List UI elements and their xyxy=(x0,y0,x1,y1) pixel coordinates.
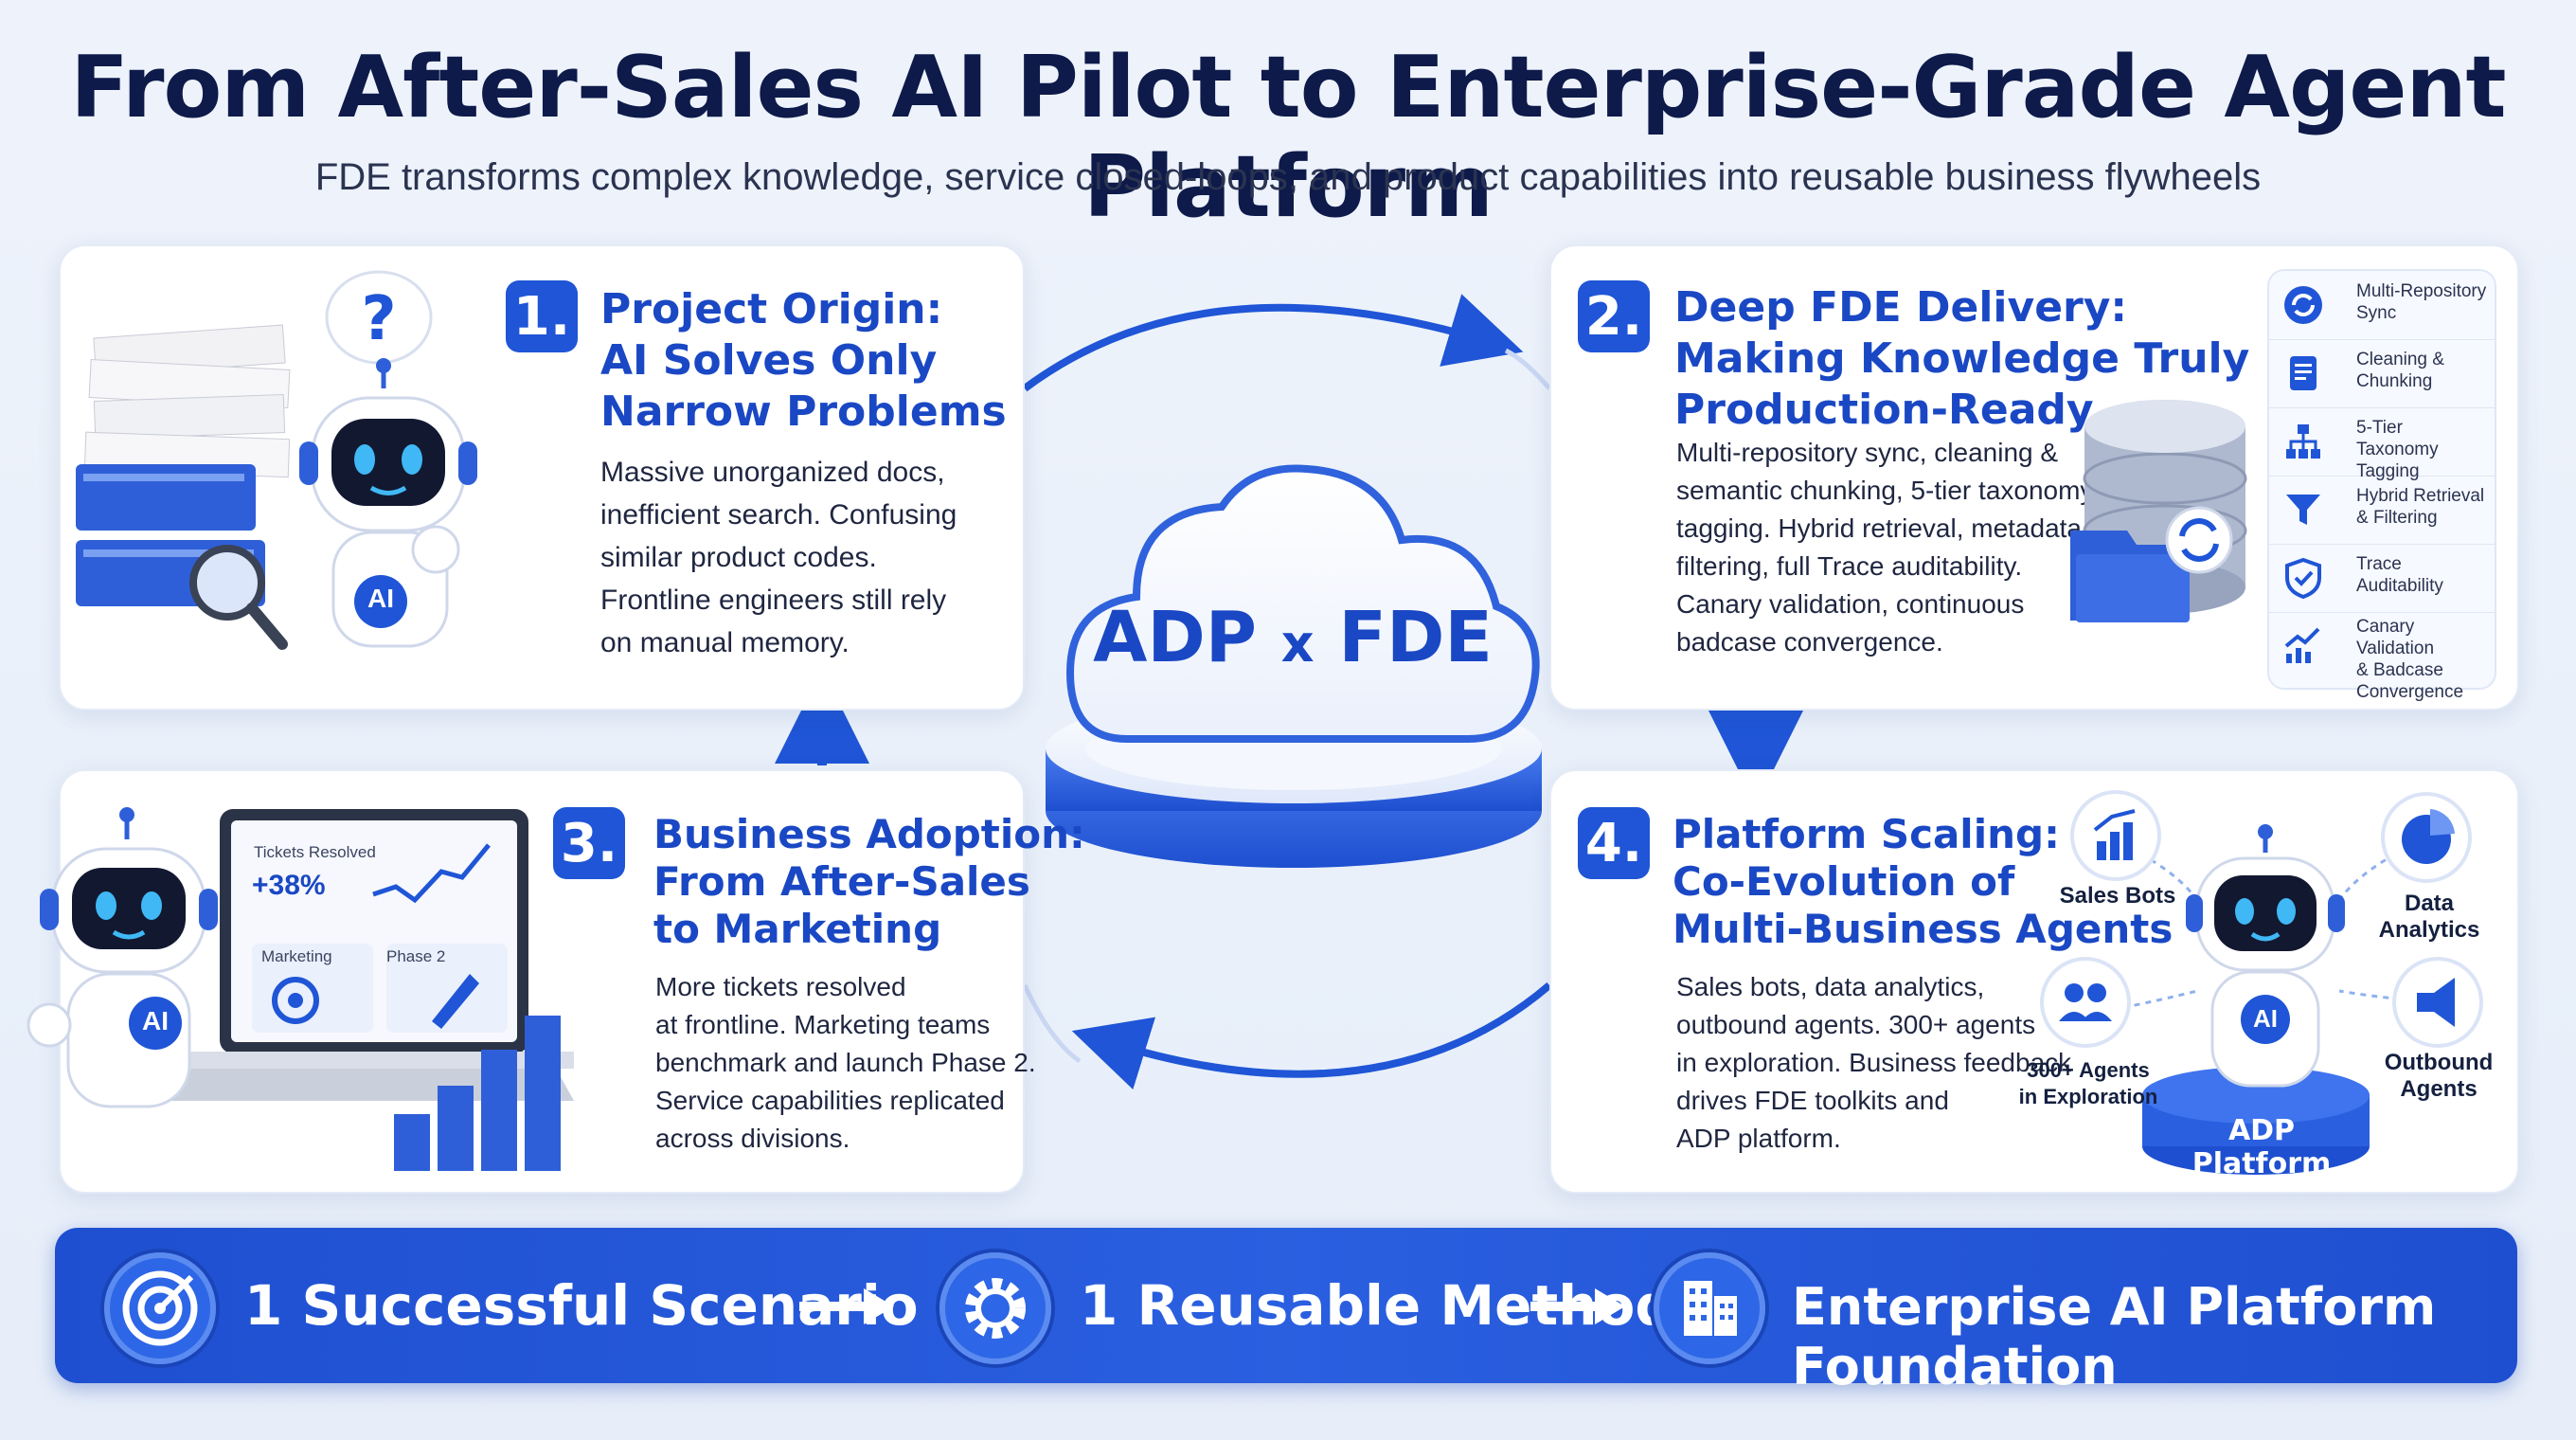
gear-icon xyxy=(939,1252,1051,1364)
feature-item-retrieval: Hybrid Retrieval& Filtering xyxy=(2269,476,2495,545)
sync-icon xyxy=(2284,286,2322,324)
robot-badge: AI xyxy=(2253,1004,2278,1033)
step-number-4: 4. xyxy=(1578,807,1650,879)
card2-heading: Deep FDE Delivery: Making Knowledge Trul… xyxy=(1674,283,2250,434)
laptop-robot-illustration xyxy=(27,807,574,1171)
magnifier-icon xyxy=(189,545,288,650)
label-sales-bots: Sales Bots xyxy=(2059,883,2176,909)
cloud-shape xyxy=(1065,464,1540,743)
robot-badge: AI xyxy=(142,1006,169,1035)
step-number-1: 1. xyxy=(506,280,578,352)
cloud-label-fde: FDE xyxy=(1338,597,1493,678)
cycle-arc-top xyxy=(1022,294,1524,392)
step-number-3: 3. xyxy=(553,807,625,879)
users-icon xyxy=(2040,957,2131,1048)
trend-up-icon xyxy=(2284,627,2320,663)
pie-chart-icon xyxy=(2381,792,2472,883)
card1-body: Massive unorganized docs, inefficient se… xyxy=(600,457,957,658)
banner-item-foundation: Enterprise AI Platform Foundation xyxy=(1792,1277,2437,1396)
docs-robot-illustration: ? xyxy=(76,270,477,650)
bottom-banner: 1 Successful Scenario 1 Reusable Method … xyxy=(55,1228,2517,1396)
svg-text:?: ? xyxy=(361,284,396,354)
cloud-label-adp: ADP xyxy=(1093,597,1258,678)
tickets-label: Tickets Resolved xyxy=(254,843,376,861)
tile-marketing: Marketing xyxy=(261,947,332,965)
page-title: From After-Sales AI Pilot to Enterprise-… xyxy=(70,38,2506,237)
robot-icon xyxy=(27,807,218,1108)
tile-phase2: Phase 2 xyxy=(386,947,446,965)
bar-growth-icon xyxy=(2070,790,2161,881)
robot-icon xyxy=(2186,824,2345,1088)
cloud-label-x: x xyxy=(1280,614,1315,674)
target-icon xyxy=(104,1252,216,1364)
question-bubble-icon: ? xyxy=(325,270,433,365)
arrow-right-icon xyxy=(1530,1288,1625,1324)
robot-badge: AI xyxy=(367,584,394,613)
page-subtitle: FDE transforms complex knowledge, servic… xyxy=(314,156,2262,198)
feature-item-cleaning: Cleaning &Chunking xyxy=(2269,339,2495,408)
shield-check-icon xyxy=(2285,557,2321,599)
card3-body: More tickets resolved at frontline. Mark… xyxy=(655,972,1036,1153)
card4-body: Sales bots, data analytics, outbound age… xyxy=(1676,972,2072,1153)
document-icon xyxy=(2290,356,2317,390)
robot-icon xyxy=(299,358,477,648)
card1-heading: Project Origin: AI Solves Only Narrow Pr… xyxy=(600,285,1007,436)
radial-agents-illustration xyxy=(2040,790,2483,1175)
building-icon xyxy=(1654,1252,1765,1364)
adp-platform-label: ADP Platform xyxy=(2191,1114,2332,1180)
hierarchy-icon xyxy=(2286,424,2320,459)
laptop-icon xyxy=(136,809,574,1101)
tickets-value: +38% xyxy=(252,870,326,901)
card3-heading: Business Adoption: From After-Sales to M… xyxy=(653,811,1085,952)
database-icon xyxy=(2070,400,2247,622)
bar-chart-icon xyxy=(394,1016,561,1171)
filter-icon xyxy=(2286,495,2320,525)
card2-body: Multi-repository sync, cleaning & semant… xyxy=(1676,438,2094,657)
megaphone-icon xyxy=(2392,957,2483,1048)
step-number-2: 2. xyxy=(1578,280,1650,352)
card4-heading: Platform Scaling: Co-Evolution of Multi-… xyxy=(1673,811,2174,952)
arrow-right-icon xyxy=(799,1288,894,1324)
cycle-arc-bottom xyxy=(1071,981,1552,1090)
cloud-label: ADP x FDE xyxy=(1080,597,1506,678)
